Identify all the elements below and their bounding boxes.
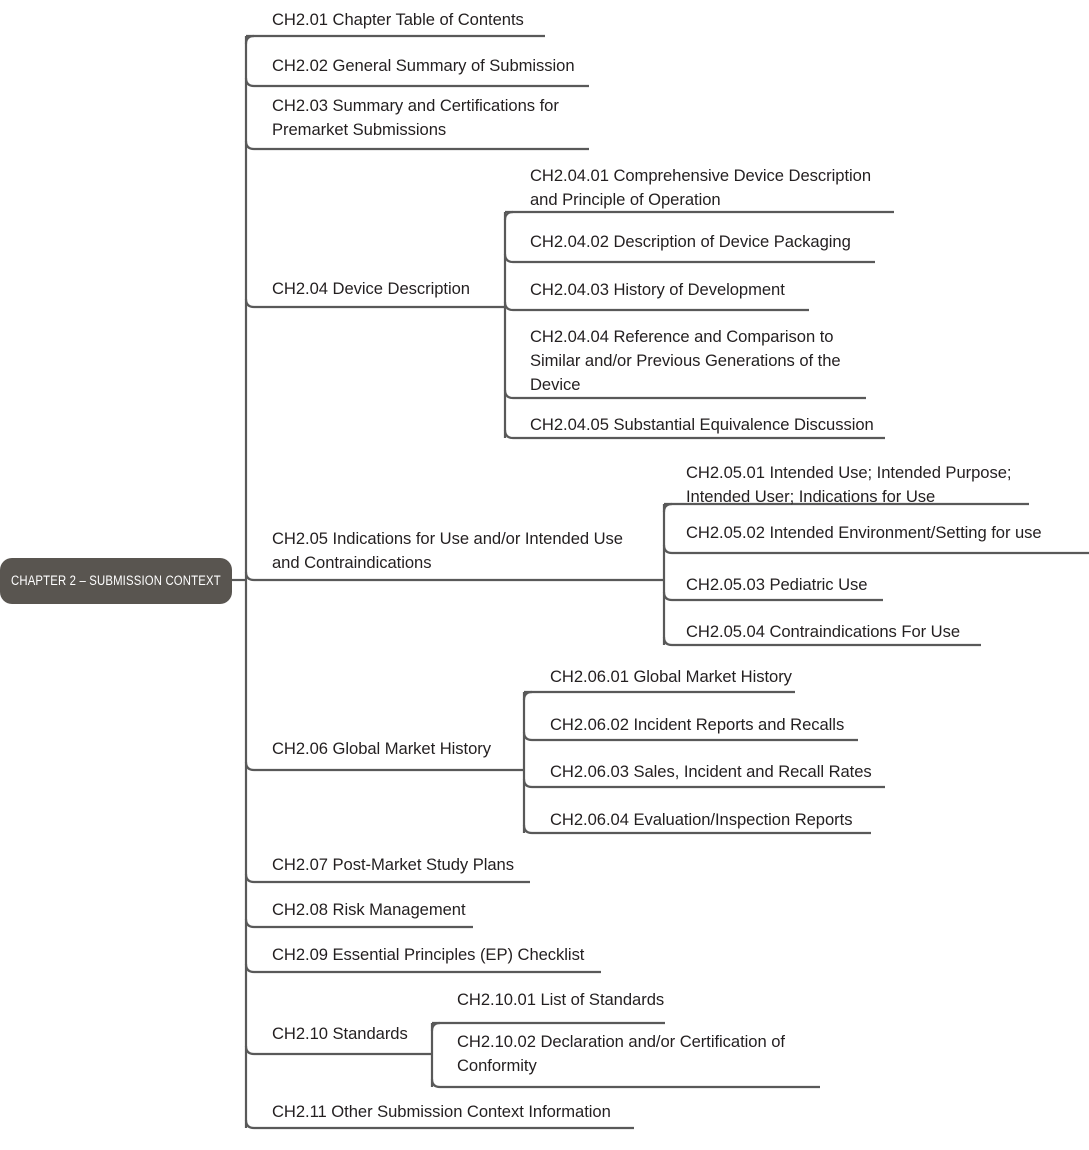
node-ch2-06-03[interactable]: CH2.06.03 Sales, Incident and Recall Rat… bbox=[550, 760, 872, 784]
node-ch2-11-label: CH2.11 Other Submission Context Informat… bbox=[272, 1102, 611, 1121]
node-ch2-04[interactable]: CH2.04 Device Description bbox=[272, 277, 470, 301]
node-ch2-09-label: CH2.09 Essential Principles (EP) Checkli… bbox=[272, 945, 585, 964]
node-ch2-09[interactable]: CH2.09 Essential Principles (EP) Checkli… bbox=[272, 943, 584, 967]
node-ch2-07[interactable]: CH2.07 Post-Market Study Plans bbox=[272, 853, 514, 877]
node-ch2-05-02-label: CH2.05.02 Intended Environment/Setting f… bbox=[686, 523, 1042, 542]
node-ch2-05-01-label: CH2.05.01 Intended Use; Intended Purpose… bbox=[686, 463, 1012, 506]
node-ch2-10-02-label: CH2.10.02 Declaration and/or Certificati… bbox=[457, 1032, 785, 1075]
node-ch2-10-label: CH2.10 Standards bbox=[272, 1024, 408, 1043]
node-ch2-06-01-label: CH2.06.01 Global Market History bbox=[550, 667, 792, 686]
underline-n06 bbox=[244, 761, 524, 772]
node-ch2-04-01[interactable]: CH2.04.01 Comprehensive Device Descripti… bbox=[530, 164, 871, 212]
node-ch2-06-03-label: CH2.06.03 Sales, Incident and Recall Rat… bbox=[550, 762, 872, 781]
node-ch2-05-01[interactable]: CH2.05.01 Intended Use; Intended Purpose… bbox=[686, 461, 1012, 509]
node-ch2-06-02-label: CH2.06.02 Incident Reports and Recalls bbox=[550, 715, 845, 734]
underline-n0502 bbox=[662, 544, 1089, 555]
node-ch2-05-label: CH2.05 Indications for Use and/or Intend… bbox=[272, 529, 623, 572]
node-ch2-02-label: CH2.02 General Summary of Submission bbox=[272, 56, 575, 75]
node-ch2-10-02[interactable]: CH2.10.02 Declaration and/or Certificati… bbox=[457, 1030, 785, 1078]
node-ch2-04-03-label: CH2.04.03 History of Development bbox=[530, 280, 785, 299]
node-ch2-04-05[interactable]: CH2.04.05 Substantial Equivalence Discus… bbox=[530, 413, 874, 437]
node-ch2-04-02[interactable]: CH2.04.02 Description of Device Packagin… bbox=[530, 230, 851, 254]
node-ch2-05[interactable]: CH2.05 Indications for Use and/or Intend… bbox=[272, 527, 623, 575]
node-ch2-04-03[interactable]: CH2.04.03 History of Development bbox=[530, 278, 785, 302]
node-ch2-05-04-label: CH2.05.04 Contraindications For Use bbox=[686, 622, 961, 641]
underline-n0403 bbox=[503, 301, 809, 312]
node-ch2-05-03-label: CH2.05.03 Pediatric Use bbox=[686, 575, 868, 594]
node-ch2-10[interactable]: CH2.10 Standards bbox=[272, 1022, 408, 1046]
node-ch2-06-01[interactable]: CH2.06.01 Global Market History bbox=[550, 665, 792, 689]
underline-n03 bbox=[244, 140, 589, 151]
node-ch2-06[interactable]: CH2.06 Global Market History bbox=[272, 737, 491, 761]
underline-n1002 bbox=[430, 1078, 820, 1089]
node-ch2-04-01-label: CH2.04.01 Comprehensive Device Descripti… bbox=[530, 166, 871, 209]
node-ch2-04-05-label: CH2.04.05 Substantial Equivalence Discus… bbox=[530, 415, 874, 434]
node-ch2-01-label: CH2.01 Chapter Table of Contents bbox=[272, 10, 524, 29]
underline-n10 bbox=[244, 1045, 432, 1056]
root-node-label: CHAPTER 2 – SUBMISSION CONTEXT bbox=[11, 572, 221, 588]
node-ch2-04-04-label: CH2.04.04 Reference and Comparison to Si… bbox=[530, 327, 841, 394]
node-ch2-06-04[interactable]: CH2.06.04 Evaluation/Inspection Reports bbox=[550, 808, 853, 832]
node-ch2-04-label: CH2.04 Device Description bbox=[272, 279, 470, 298]
node-ch2-07-label: CH2.07 Post-Market Study Plans bbox=[272, 855, 514, 874]
node-ch2-08-label: CH2.08 Risk Management bbox=[272, 900, 466, 919]
node-ch2-03-label: CH2.03 Summary and Certifications for Pr… bbox=[272, 96, 559, 139]
node-ch2-10-01-label: CH2.10.01 List of Standards bbox=[457, 990, 665, 1009]
node-ch2-06-04-label: CH2.06.04 Evaluation/Inspection Reports bbox=[550, 810, 853, 829]
node-ch2-06-02[interactable]: CH2.06.02 Incident Reports and Recalls bbox=[550, 713, 844, 737]
node-ch2-06-label: CH2.06 Global Market History bbox=[272, 739, 492, 758]
node-ch2-11[interactable]: CH2.11 Other Submission Context Informat… bbox=[272, 1100, 611, 1124]
node-ch2-10-01[interactable]: CH2.10.01 List of Standards bbox=[457, 988, 664, 1012]
node-ch2-01[interactable]: CH2.01 Chapter Table of Contents bbox=[272, 8, 524, 32]
node-ch2-05-02[interactable]: CH2.05.02 Intended Environment/Setting f… bbox=[686, 521, 1042, 545]
root-node[interactable]: CHAPTER 2 – SUBMISSION CONTEXT bbox=[0, 558, 232, 604]
node-ch2-08[interactable]: CH2.08 Risk Management bbox=[272, 898, 466, 922]
node-ch2-05-03[interactable]: CH2.05.03 Pediatric Use bbox=[686, 573, 868, 597]
node-ch2-02[interactable]: CH2.02 General Summary of Submission bbox=[272, 54, 575, 78]
underline-n0402 bbox=[503, 253, 875, 264]
node-ch2-05-04[interactable]: CH2.05.04 Contraindications For Use bbox=[686, 620, 960, 644]
node-ch2-04-04[interactable]: CH2.04.04 Reference and Comparison to Si… bbox=[530, 325, 841, 396]
underline-n02 bbox=[244, 77, 589, 88]
node-ch2-04-02-label: CH2.04.02 Description of Device Packagin… bbox=[530, 232, 851, 251]
node-ch2-03[interactable]: CH2.03 Summary and Certifications for Pr… bbox=[272, 94, 559, 142]
